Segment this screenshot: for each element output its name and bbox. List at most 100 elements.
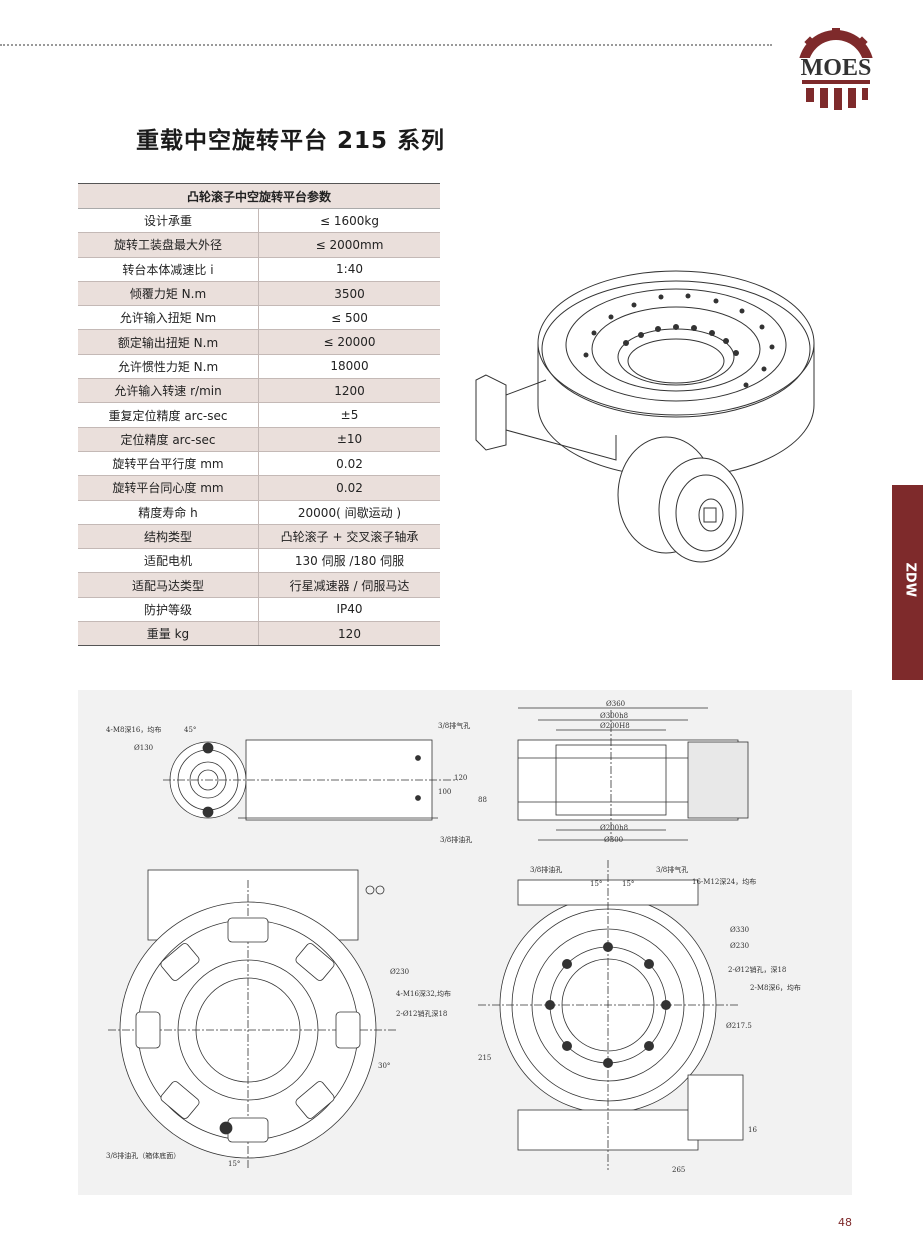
dim-label: 30° [378,1062,390,1070]
dim-label: Ø200h8 [600,824,628,832]
dim-label: Ø300h8 [600,712,628,720]
spec-label: 重复定位精度 arc-sec [78,402,259,428]
dim-label: 3/8排气孔 [438,721,470,730]
dim-label: Ø200H8 [600,722,630,730]
spec-label: 旋转平台同心度 mm [78,475,259,501]
spec-label: 精度寿命 h [78,500,259,525]
spec-label: 防护等级 [78,597,259,623]
spec-row: 旋转工装盘最大外径≤ 2000mm [78,232,440,258]
dim-label: 16-M12深24，均布 [692,877,756,886]
dim-label: 3/8排油孔 [440,835,472,844]
spec-row: 定位精度 arc-sec±10 [78,427,440,452]
spec-value: 18000 [258,354,440,380]
spec-label: 旋转工装盘最大外径 [78,232,259,258]
spec-value: 0.02 [258,475,440,501]
spec-value: 1:40 [258,257,440,282]
dim-label: 3/8排油孔 [530,865,562,874]
dim-label: 2-Ø12销孔深18 [396,1009,447,1018]
bottom-view-drawing [108,869,398,1170]
spec-label: 允许输入扭矩 Nm [78,305,259,331]
product-render [475,270,815,563]
spec-value: 1200 [258,378,440,404]
spec-label: 重量 kg [78,621,259,647]
page-title: 重载中空旋转平台 215 系列 [136,128,446,154]
spec-value: IP40 [258,597,440,623]
spec-row: 结构类型凸轮滚子 + 交叉滚子轴承 [78,524,440,550]
spec-value: 130 伺服 /180 伺服 [258,548,440,574]
spec-label: 适配马达类型 [78,572,259,598]
spec-value: 20000( 间歇运动 ) [258,500,440,525]
spec-row: 重复定位精度 arc-sec±5 [78,402,440,428]
spec-label: 定位精度 arc-sec [78,427,259,452]
top-view-drawing [478,860,744,1170]
dim-label: Ø217.5 [726,1022,752,1030]
dim-label: 45° [184,726,196,734]
spec-value: 120 [258,621,440,647]
spec-row: 适配马达类型行星减速器 / 伺服马达 [78,572,440,598]
spec-value: ±5 [258,402,440,428]
spec-label: 允许惯性力矩 N.m [78,354,259,380]
side-view-drawing [163,739,458,821]
dim-label: 2-M8深6，均布 [750,983,801,992]
spec-label: 结构类型 [78,524,259,550]
dim-label: 15° [590,880,602,888]
spec-value: ≤ 500 [258,305,440,331]
section-view-drawing [517,707,749,841]
dim-label: 215 [478,1054,491,1062]
spec-value: 0.02 [258,451,440,477]
spec-table-header: 凸轮滚子中空旋转平台参数 [78,183,440,209]
spec-label: 适配电机 [78,548,259,574]
spec-label: 额定输出扭矩 N.m [78,329,259,355]
technical-drawing: 4-M8深16，均布 Ø130 45° 3/8排气孔 3/8排油孔 Ø360 Ø… [78,690,852,1195]
dim-label: 4-M8深16，均布 [106,725,161,734]
dim-label: Ø130 [134,744,153,752]
dim-label: 3/8排油孔（箱体底面） [106,1151,180,1160]
spec-value: 3500 [258,281,440,307]
dim-label: Ø230 [730,942,749,950]
spec-label: 旋转平台平行度 mm [78,451,259,477]
dim-label: 265 [672,1166,685,1174]
spec-value: ≤ 2000mm [258,232,440,258]
dim-label: 16 [748,1126,757,1134]
dim-label: Ø360 [606,700,625,708]
page-number: 48 [838,1216,852,1229]
spec-value: 行星减速器 / 伺服马达 [258,572,440,598]
spec-label: 倾覆力矩 N.m [78,281,259,307]
dim-label: 2-Ø12销孔，深18 [728,965,786,974]
side-tab: ZDW [892,485,923,680]
spec-value: ≤ 20000 [258,329,440,355]
side-tab-label: ZDW [902,562,918,598]
dim-label: Ø330 [730,926,749,934]
dim-label: Ø300 [604,836,623,844]
dim-label: Ø230 [390,968,409,976]
dim-label: 120 [454,774,467,782]
spec-value: 凸轮滚子 + 交叉滚子轴承 [258,524,440,550]
spec-row: 允许输入扭矩 Nm≤ 500 [78,305,440,331]
dim-label: 3/8排气孔 [656,865,688,874]
dim-label: 4-M16深32,均布 [396,989,451,998]
spec-value: ≤ 1600kg [258,208,440,234]
spec-value: ±10 [258,427,440,452]
spec-label: 设计承重 [78,208,259,234]
spec-label: 允许输入转速 r/min [78,378,259,404]
svg-text:MOES: MOES [801,55,872,81]
header-dotted-rule [0,44,772,46]
spec-label: 转台本体减速比 i [78,257,259,282]
dim-label: 88 [478,796,487,804]
dim-label: 15° [622,880,634,888]
spec-row: 设计承重≤ 1600kg [78,208,440,234]
dim-label: 100 [438,788,451,796]
moes-logo: MOES [792,28,880,110]
dim-label: 15° [228,1160,240,1168]
